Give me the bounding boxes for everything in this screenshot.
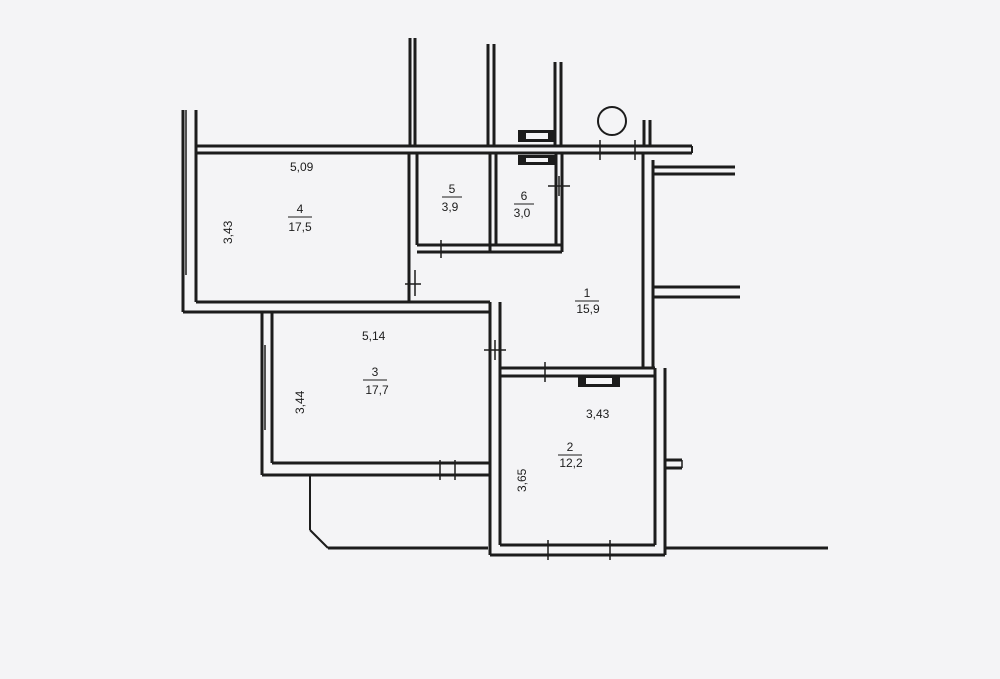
vent-blocks <box>518 130 620 387</box>
room-2-number: 2 <box>567 440 574 454</box>
room-2-area: 12,2 <box>559 456 583 470</box>
room-3-area: 17,7 <box>365 383 389 397</box>
room-5-area: 3,9 <box>442 200 459 214</box>
riser-circle <box>597 106 627 136</box>
room-5-number: 5 <box>449 182 456 196</box>
room-6-area: 3,0 <box>514 206 531 220</box>
room-4-area: 17,5 <box>288 220 312 234</box>
room-3-height: 3,44 <box>293 390 307 414</box>
room-labels: 4 17,5 5 3,9 6 3,0 1 15,9 3 17,7 2 12,2 <box>288 182 600 470</box>
dimension-labels: 5,09 3,43 5,14 3,44 3,43 3,65 <box>221 160 610 492</box>
room-4-height: 3,43 <box>221 220 235 244</box>
room-2-width: 3,43 <box>586 407 610 421</box>
exterior-walls <box>181 110 828 557</box>
room-1-area: 15,9 <box>576 302 600 316</box>
room-4-number: 4 <box>297 202 304 216</box>
upper-partitions <box>407 38 652 302</box>
room-3-number: 3 <box>372 365 379 379</box>
room-1-number: 1 <box>584 286 591 300</box>
room-4-width: 5,09 <box>290 160 314 174</box>
room-2-height: 3,65 <box>515 468 529 492</box>
room-6-number: 6 <box>521 189 528 203</box>
doors <box>405 140 636 560</box>
room-3-width: 5,14 <box>362 329 386 343</box>
